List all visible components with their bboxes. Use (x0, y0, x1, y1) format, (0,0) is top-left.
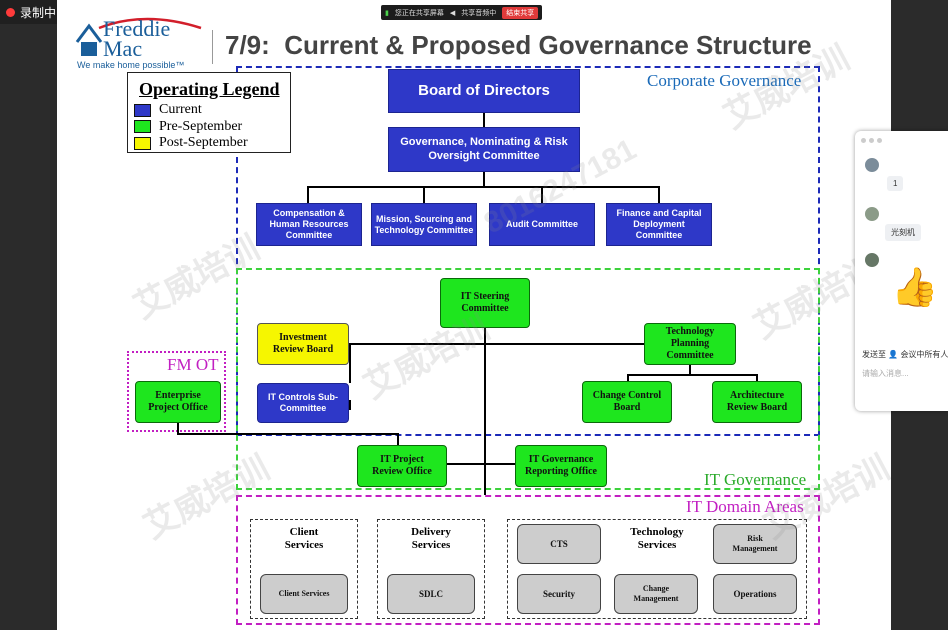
technology-planning-committee-box: Technology Planning Committee (644, 323, 736, 365)
dot-icon[interactable] (861, 138, 866, 143)
it-governance-label: IT Governance (704, 470, 807, 489)
investment-review-board-box: Investment Review Board (257, 323, 349, 365)
compensation-committee-box: Compensation & Human Resources Committee (256, 203, 362, 246)
fm-ot-region (127, 351, 226, 432)
operating-legend: Operating Legend Current Pre-September P… (127, 72, 291, 153)
operations-box: Operations (713, 574, 797, 614)
it-domain-label: IT Domain Areas (686, 497, 804, 516)
change-management-box: Change Management (614, 574, 698, 614)
record-dot-icon (6, 7, 15, 17)
signal-icon: ▮ (385, 9, 389, 17)
sharing-label: 您正在共享屏幕 (394, 9, 444, 17)
recording-indicator[interactable]: 录制中 (0, 0, 65, 24)
recipient-select[interactable]: 会议中所有人 (900, 350, 948, 359)
audio-icon: ◀ (449, 9, 456, 17)
legend-label-current: Current (159, 102, 202, 117)
logo-line2: Mac (103, 36, 143, 61)
stop-share-button[interactable]: 结束共享 (502, 6, 539, 19)
freddie-mac-logo: Freddie Mac We make home possible™ (75, 14, 215, 74)
board-of-directors-box: Board of Directors (388, 69, 580, 113)
dot-icon[interactable] (877, 138, 882, 143)
architecture-review-board-box: Architecture Review Board (712, 381, 802, 423)
people-icon: 👤 (888, 350, 899, 359)
change-control-board-box: Change Control Board (582, 381, 672, 423)
finance-committee-box: Finance and Capital Deployment Committee (606, 203, 712, 246)
screen-share-bar: ▮ 您正在共享屏幕 ◀ 共享音频中 结束共享 (381, 5, 543, 20)
cts-box: CTS (517, 524, 601, 564)
client-services-title: Client Services (284, 525, 324, 551)
chat-input[interactable]: 请输入消息... (862, 369, 909, 378)
sdlc-box: SDLC (387, 574, 475, 614)
window-dots (861, 138, 882, 143)
avatar (865, 158, 879, 172)
it-steering-committee-box: IT Steering Committee (440, 278, 530, 328)
corporate-governance-label: Corporate Governance (647, 71, 802, 90)
it-governance-region (236, 268, 820, 490)
avatar (865, 207, 879, 221)
send-to-label: 发送至 (862, 350, 886, 359)
legend-item-current: Current (134, 102, 248, 119)
legend-label-pre: Pre-September (159, 118, 243, 134)
presentation-slide: Freddie Mac We make home possible™ 7/9: … (57, 0, 891, 630)
it-project-review-office-box: IT Project Review Office (357, 445, 447, 487)
chat-message: 光刻机 (885, 224, 921, 241)
it-controls-subcommittee-box: IT Controls Sub-Committee (257, 383, 349, 423)
audit-committee-box: Audit Committee (489, 203, 595, 246)
legend-swatch-current (134, 103, 151, 117)
logo-tagline: We make home possible™ (77, 60, 185, 70)
swoosh-icon (98, 17, 202, 30)
dot-icon[interactable] (869, 138, 874, 143)
it-governance-reporting-office-box: IT Governance Reporting Office (515, 445, 607, 487)
gnro-committee-box: Governance, Nominating & Risk Oversight … (388, 127, 580, 172)
legend-item-post: Post-September (134, 135, 248, 152)
audio-label: 共享音频中 (461, 9, 497, 17)
legend-label-post: Post-September (159, 135, 248, 150)
legend-swatch-post (134, 136, 151, 150)
technology-services-area (507, 519, 807, 619)
delivery-services-area (377, 519, 485, 619)
security-box: Security (517, 574, 601, 614)
fm-ot-label: FM OT (167, 355, 219, 374)
send-to-row[interactable]: 发送至 👤 会议中所有人 (862, 349, 948, 360)
mission-committee-box: Mission, Sourcing and Technology Committ… (371, 203, 477, 246)
slide-title: 7/9: Current & Proposed Governance Struc… (225, 30, 812, 60)
legend-title: Operating Legend (139, 79, 280, 99)
house-roof-icon (75, 23, 103, 56)
corporate-governance-region (236, 66, 820, 436)
risk-management-box: Risk Management (713, 524, 797, 564)
client-services-area (250, 519, 358, 619)
it-domain-region (236, 495, 820, 625)
chat-message: 1 (887, 176, 904, 191)
legend-swatch-pre (134, 120, 151, 134)
enterprise-project-office-box: Enterprise Project Office (135, 381, 221, 423)
delivery-services-title: Delivery Services (411, 525, 451, 551)
client-services-box: Client Services (260, 574, 348, 614)
recording-label: 录制中 (20, 5, 57, 20)
chat-panel: 1 光刻机 👍 发送至 👤 会议中所有人 请输入消息... (855, 131, 948, 411)
logo-line1: Freddie (103, 16, 171, 41)
thumbs-up-icon: 👍 (891, 267, 939, 309)
legend-item-pre: Pre-September (134, 119, 248, 136)
avatar (865, 253, 879, 267)
technology-services-title: Technology Services (630, 525, 684, 551)
